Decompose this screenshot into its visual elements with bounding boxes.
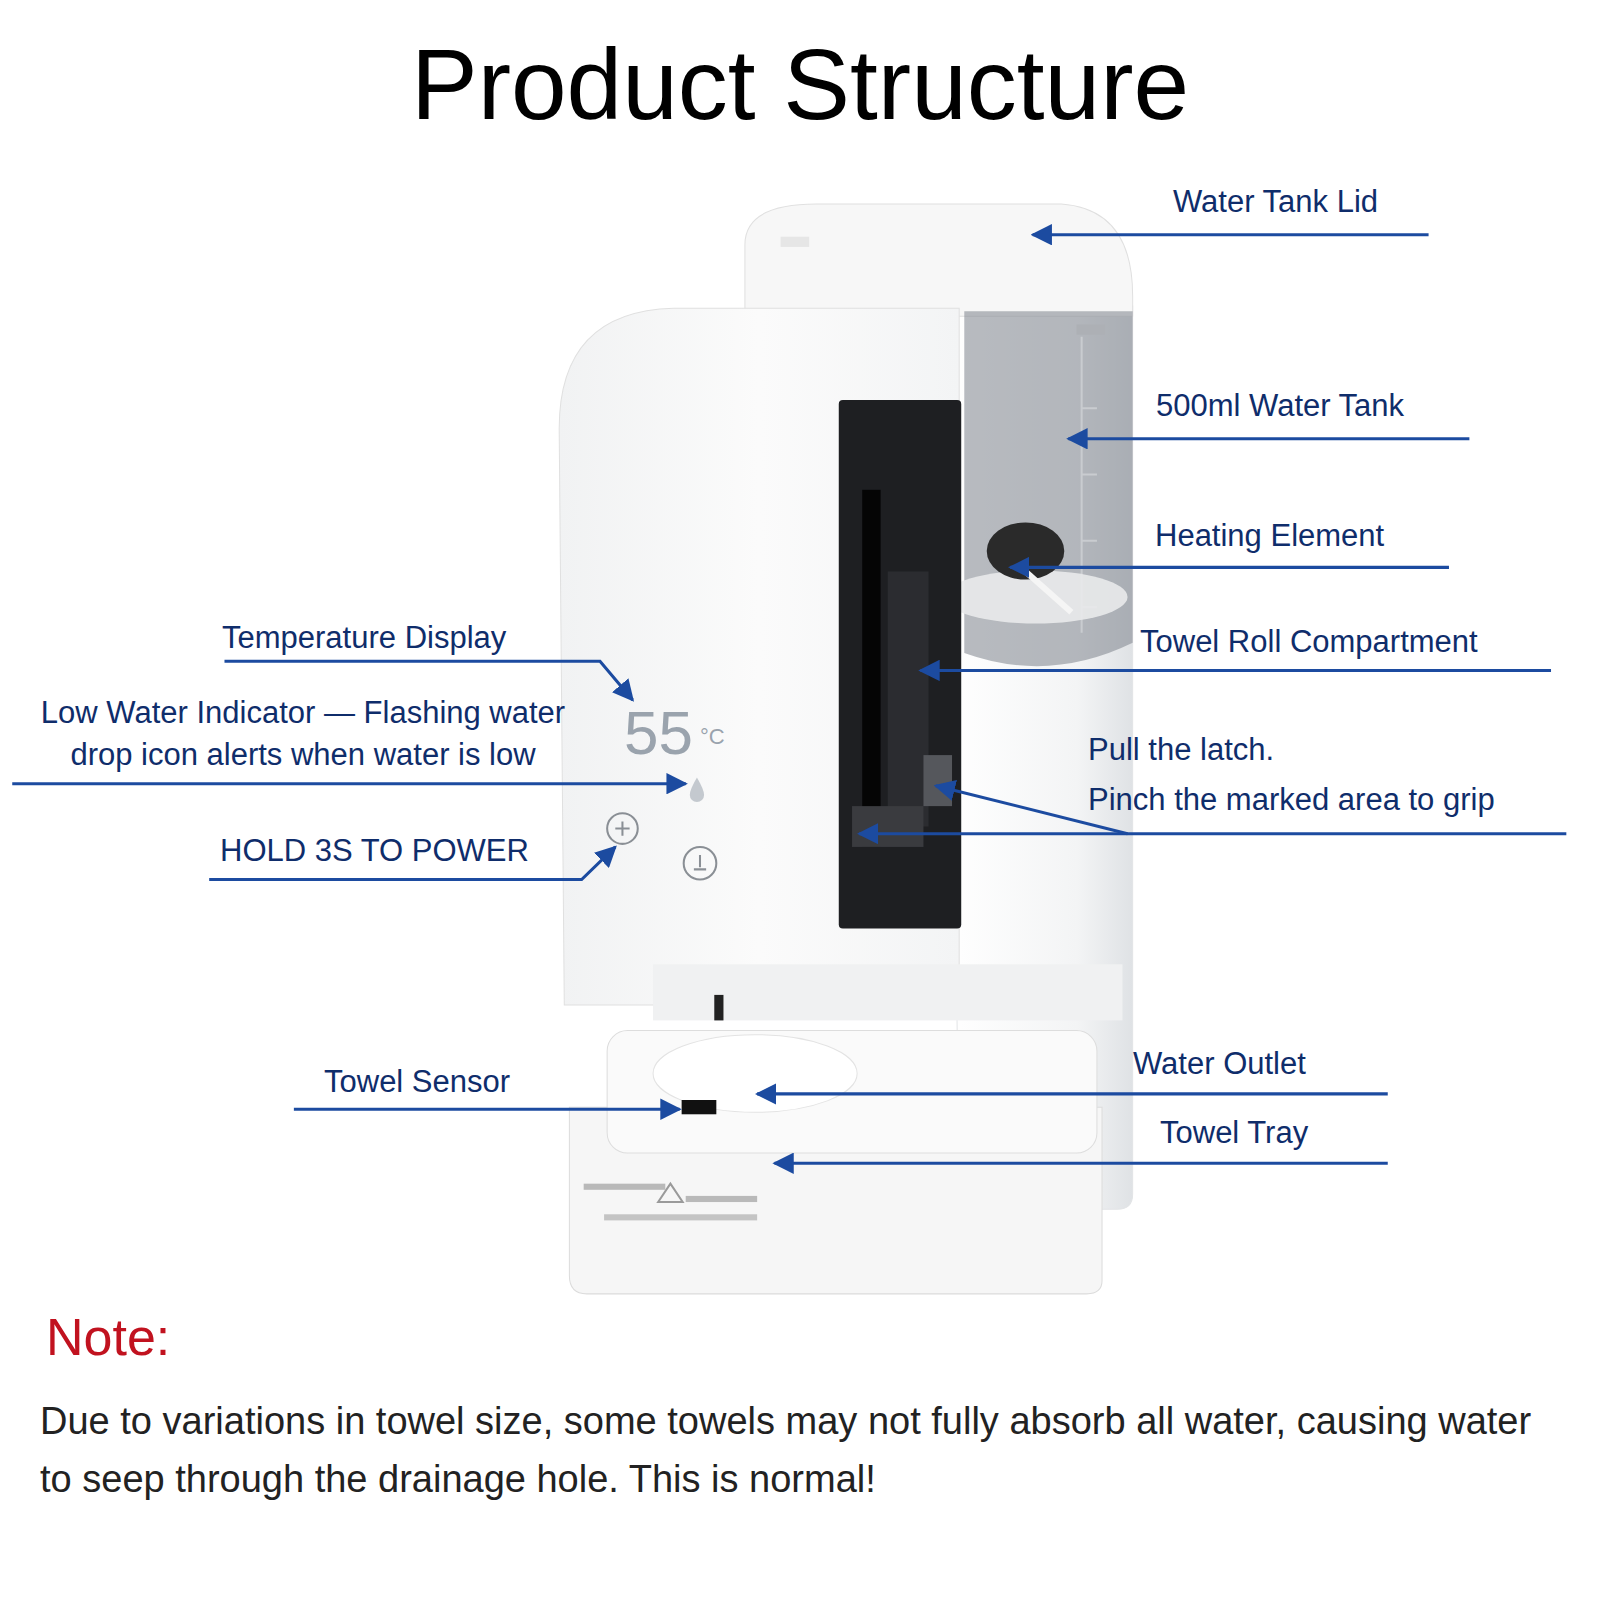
note-heading: Note: xyxy=(46,1306,170,1368)
part-label: Water Tank Lid xyxy=(1173,183,1378,220)
part-label: HOLD 3S TO POWER xyxy=(220,832,529,869)
part-label: Temperature Display xyxy=(222,619,506,656)
part-label: Water Outlet xyxy=(1133,1045,1306,1082)
leader-line xyxy=(294,1108,680,1111)
leader-line xyxy=(1033,233,1429,236)
leader-line xyxy=(757,1092,1388,1095)
display-digits: 55 xyxy=(624,696,693,770)
part-label: Heating Element xyxy=(1155,517,1384,554)
leader-line xyxy=(12,782,685,785)
instruction-label: Pinch the marked area to grip xyxy=(1088,781,1495,818)
leader-line xyxy=(224,661,632,700)
display-unit: °C xyxy=(700,724,725,750)
part-label: 500ml Water Tank xyxy=(1156,387,1404,424)
part-label: Towel Sensor xyxy=(324,1063,510,1100)
part-label: Towel Tray xyxy=(1160,1114,1308,1151)
page-title: Product Structure xyxy=(0,24,1600,144)
part-label: Low Water Indicator — Flashing water dro… xyxy=(8,692,598,776)
note-text: Due to variations in towel size, some to… xyxy=(40,1392,1570,1508)
part-label: Towel Roll Compartment xyxy=(1140,623,1478,660)
device-drawing xyxy=(559,204,1132,1294)
instruction-label: Pull the latch. xyxy=(1088,731,1274,768)
leader-line xyxy=(1068,437,1469,440)
leader-line xyxy=(920,669,1551,672)
leader-line xyxy=(774,1162,1387,1165)
leader-line xyxy=(1010,566,1449,569)
leader-line xyxy=(859,832,1566,835)
